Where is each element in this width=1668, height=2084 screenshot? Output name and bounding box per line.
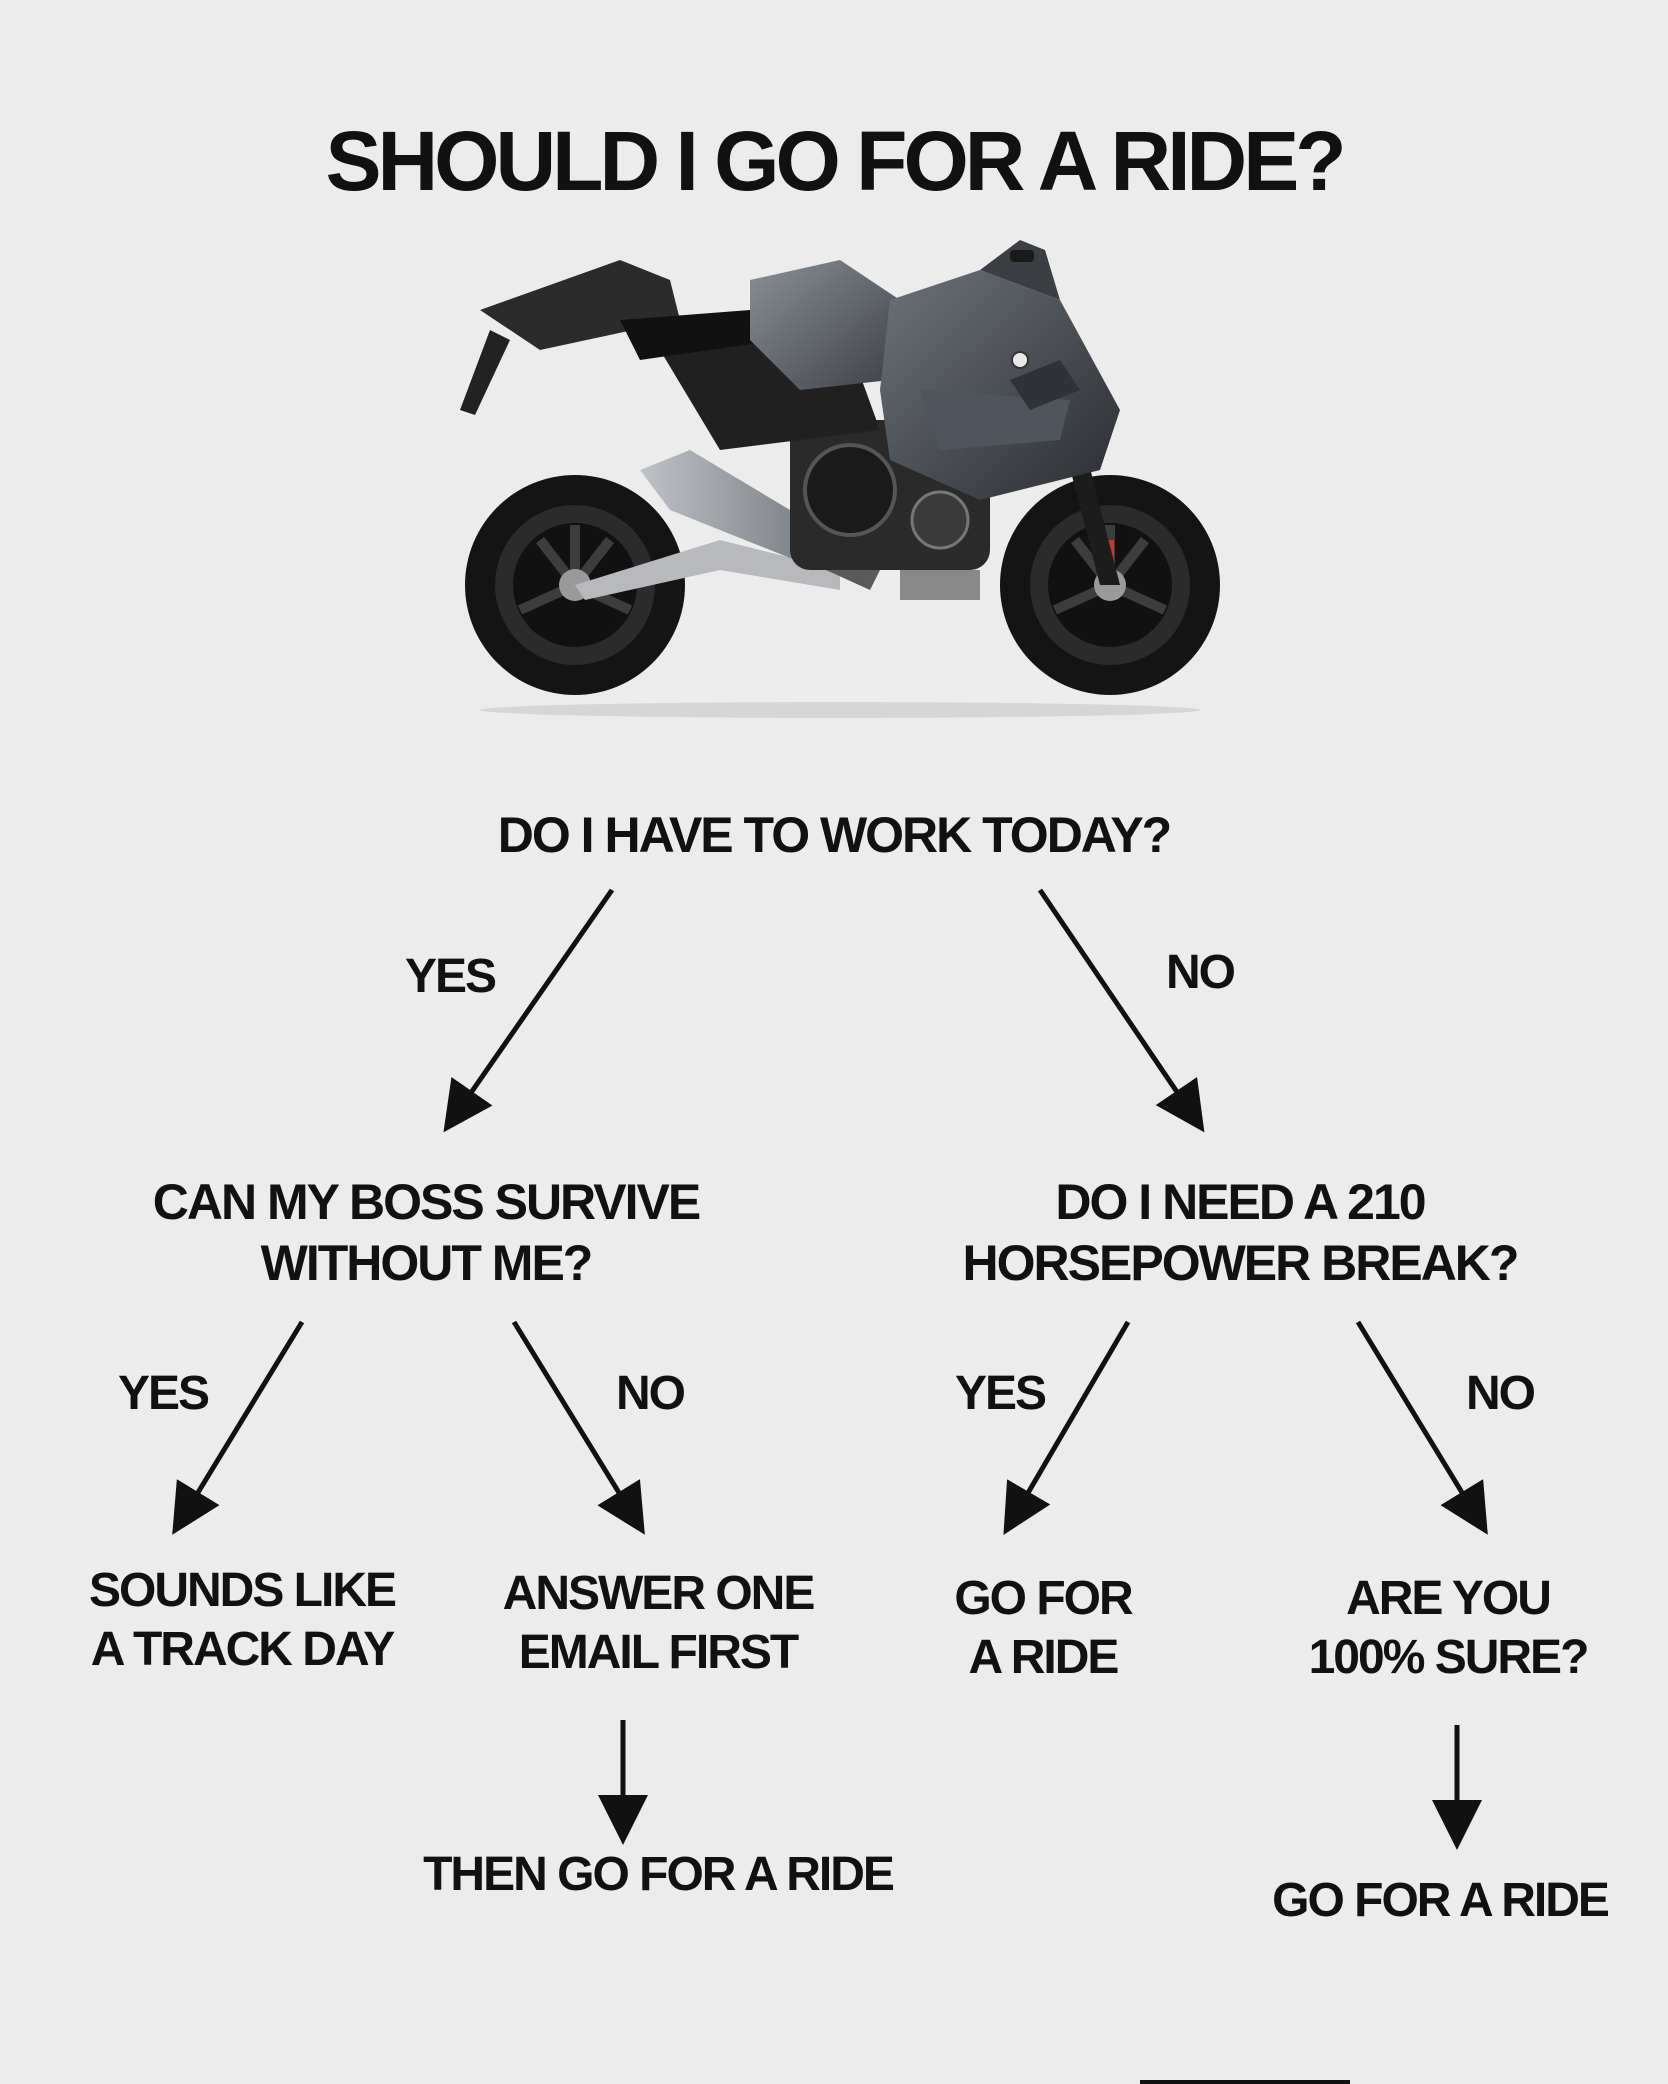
left-final-outcome: THEN GO FOR A RIDE bbox=[423, 1848, 895, 1901]
motorcycle-image bbox=[460, 240, 1220, 718]
right-yes-outcome-line1: GO FOR bbox=[954, 1572, 1133, 1625]
left-question-line1: CAN MY BOSS SURVIVE bbox=[152, 1174, 701, 1230]
arrow-right-no bbox=[1355, 1320, 1488, 1535]
right-question-line1: DO I NEED A 210 bbox=[1055, 1174, 1426, 1230]
right-yes-outcome: GO FOR A RIDE bbox=[954, 1570, 1133, 1687]
left-no-outcome-line2: EMAIL FIRST bbox=[518, 1625, 799, 1679]
root-no-label: NO bbox=[1166, 946, 1236, 999]
arrow-left-yes bbox=[172, 1320, 305, 1535]
right-no-label: NO bbox=[1466, 1367, 1536, 1420]
left-question-line2: WITHOUT ME? bbox=[260, 1235, 594, 1291]
right-no-outcome-line2: 100% SURE? bbox=[1308, 1630, 1590, 1684]
arrow-right-yes bbox=[1003, 1320, 1131, 1535]
right-no-outcome-line1: ARE YOU bbox=[1346, 1572, 1552, 1625]
left-yes-outcome-line1: SOUNDS LIKE bbox=[88, 1564, 397, 1617]
arrow-root-no bbox=[1037, 888, 1205, 1133]
arrow-left-no bbox=[511, 1320, 645, 1535]
right-yes-label: YES bbox=[954, 1367, 1047, 1420]
right-question-line2: HORSEPOWER BREAK? bbox=[962, 1235, 1520, 1291]
root-yes-label: YES bbox=[404, 950, 497, 1003]
left-yes-label: YES bbox=[117, 1367, 210, 1420]
right-no-outcome: ARE YOU 100% SURE? bbox=[1308, 1570, 1590, 1687]
right-final-outcome: GO FOR A RIDE bbox=[1272, 1874, 1610, 1927]
left-yes-outcome-line2: A TRACK DAY bbox=[90, 1622, 395, 1676]
left-question: CAN MY BOSS SURVIVE WITHOUT ME? bbox=[152, 1172, 701, 1294]
left-no-outcome: ANSWER ONE EMAIL FIRST bbox=[502, 1565, 816, 1682]
arrow-root-yes bbox=[443, 888, 615, 1133]
right-question: DO I NEED A 210 HORSEPOWER BREAK? bbox=[962, 1172, 1520, 1294]
left-no-label: NO bbox=[616, 1367, 686, 1420]
left-no-outcome-line1: ANSWER ONE bbox=[502, 1567, 816, 1620]
page-title: SHOULD I GO FOR A RIDE? bbox=[325, 114, 1346, 208]
right-yes-outcome-line2: A RIDE bbox=[968, 1630, 1120, 1684]
left-yes-outcome: SOUNDS LIKE A TRACK DAY bbox=[88, 1562, 397, 1679]
bottom-divider bbox=[1140, 2080, 1350, 2084]
root-question: DO I HAVE TO WORK TODAY? bbox=[497, 807, 1172, 863]
